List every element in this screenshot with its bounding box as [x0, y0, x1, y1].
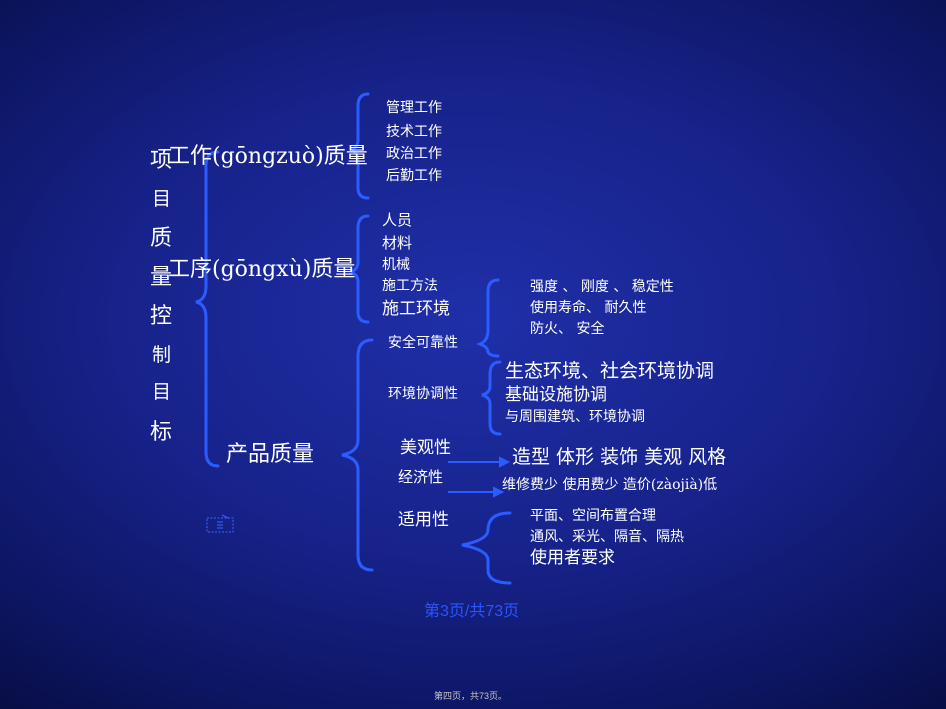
environment-label: 环境协调性	[388, 386, 458, 402]
work-item: 政治工作	[386, 146, 442, 162]
environment-brace	[481, 360, 502, 436]
main-brace	[195, 150, 220, 468]
applicability-label: 适用性	[398, 510, 449, 530]
work-quality-label: 工作(gōngzuò)质量	[168, 144, 368, 169]
environment-detail: 与周围建筑、环境协调	[505, 409, 645, 425]
safety-detail: 防火、 安全	[530, 321, 605, 337]
economy-label: 经济性	[398, 468, 444, 486]
process-item: 机械	[382, 257, 410, 273]
process-item: 人员	[382, 211, 413, 229]
economy-detail: 维修费少 使用费少 造价(zàojià)低	[502, 477, 718, 493]
safety-detail: 使用寿命、 耐久性	[530, 300, 647, 316]
document-list-icon[interactable]	[206, 514, 234, 534]
process-item: 材料	[382, 234, 413, 252]
vertical-title-char: 目	[152, 188, 172, 210]
work-item: 后勤工作	[386, 168, 442, 184]
footer-text: 第四页，共73页。	[434, 691, 508, 701]
applicability-detail: 使用者要求	[530, 548, 615, 568]
process-brace	[349, 214, 370, 324]
work-item: 管理工作	[386, 100, 442, 116]
appearance-label: 美观性	[400, 438, 451, 458]
environment-detail: 生态环境、社会环境协调	[505, 360, 715, 382]
vertical-title-char: 目	[152, 381, 172, 403]
process-item: 施工方法	[382, 278, 438, 294]
process-quality-label: 工序(gōngxù)质量	[168, 257, 356, 282]
product-brace	[341, 338, 374, 572]
environment-detail: 基础设施协调	[505, 385, 607, 405]
appearance-detail: 造型 体形 装饰 美观 风格	[512, 446, 727, 468]
vertical-title-char: 质	[150, 226, 173, 251]
applicability-brace	[461, 511, 512, 585]
safety-brace	[475, 278, 500, 358]
vertical-title-char: 制	[152, 344, 172, 366]
process-item: 施工环境	[382, 299, 450, 319]
safety-label: 安全可靠性	[388, 335, 458, 351]
vertical-title-char: 标	[150, 420, 173, 445]
vertical-title-char: 控	[150, 304, 173, 329]
page-number: 第3页/共73页	[424, 603, 520, 620]
safety-detail: 强度 、 刚度 、 稳定性	[530, 279, 674, 295]
applicability-detail: 通风、采光、隔音、隔热	[530, 529, 684, 545]
product-quality-label: 产品质量	[226, 442, 315, 467]
applicability-detail: 平面、空间布置合理	[530, 508, 656, 524]
work-brace	[349, 92, 370, 200]
work-item: 技术工作	[386, 124, 442, 140]
vertical-title-char: 项	[150, 148, 173, 173]
vertical-title-char: 量	[150, 265, 173, 290]
